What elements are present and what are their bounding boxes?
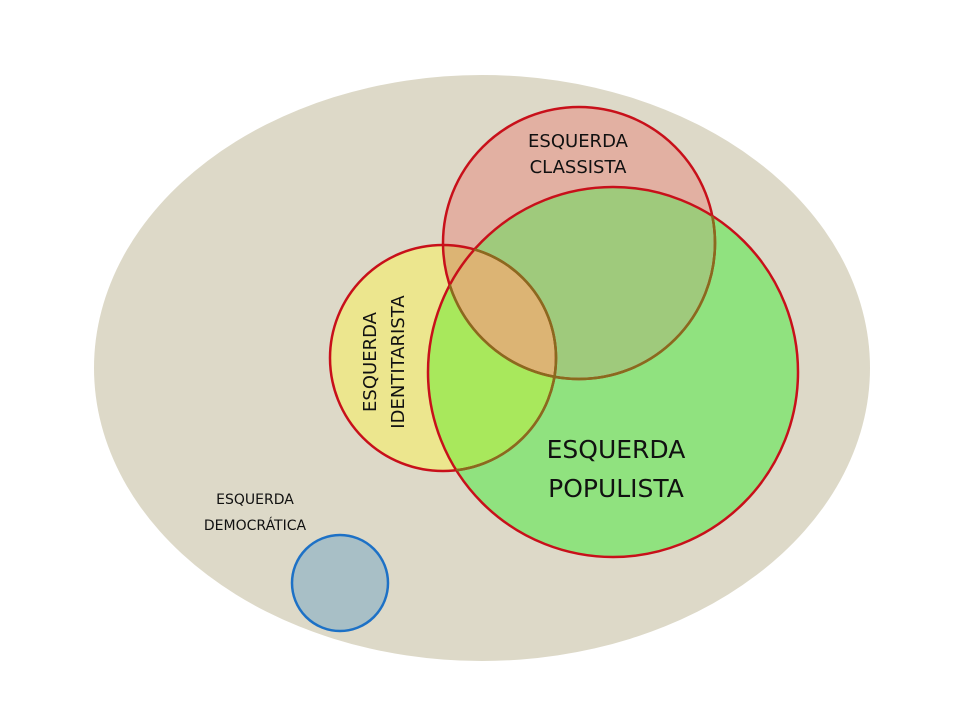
label-democratica-line1: ESQUERDA — [216, 492, 294, 508]
label-democratica-line2: DEMOCRÁTICA — [204, 517, 307, 534]
label-populista-line1: ESQUERDA — [547, 435, 686, 464]
label-classista-line1: ESQUERDA — [528, 131, 629, 152]
label-identitarista-line1: ESQUERDA — [360, 311, 381, 412]
label-classista-line2: CLASSISTA — [530, 157, 628, 178]
overlap-classista-identitarista — [443, 245, 556, 379]
outline-populista — [426, 185, 800, 559]
label-populista-line2: POPULISTA — [548, 474, 684, 503]
label-identitarista-line2: IDENTITARISTA — [388, 295, 409, 429]
circle-democratica — [290, 533, 390, 633]
